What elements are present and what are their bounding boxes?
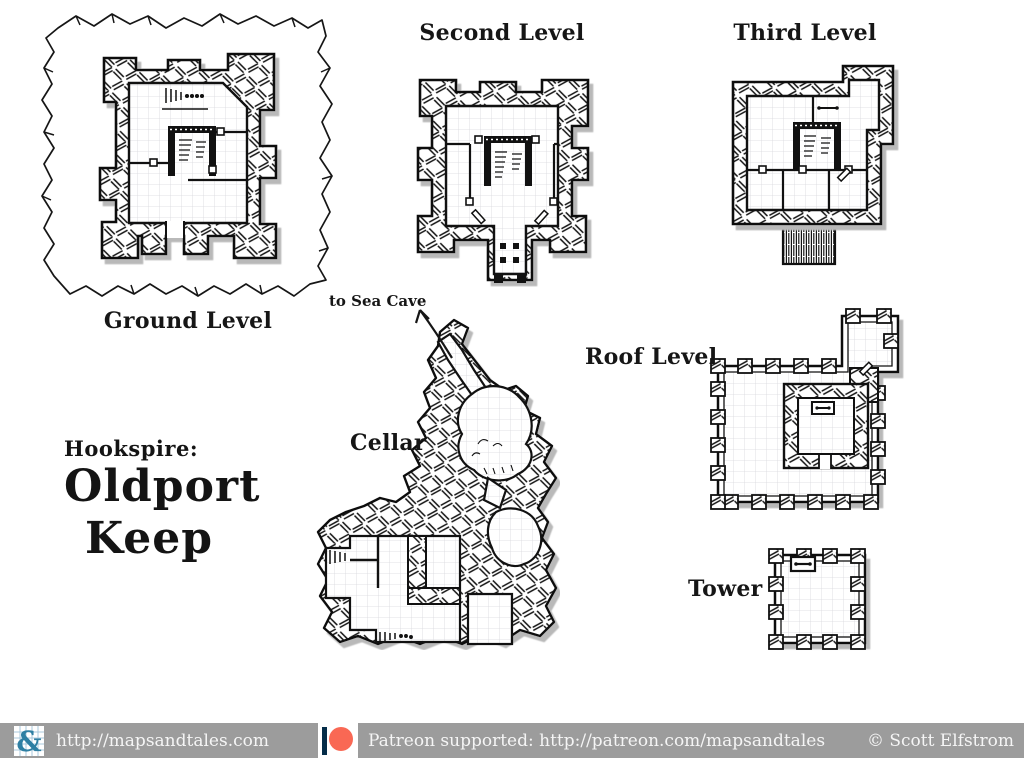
label-cellar: Cellar	[350, 430, 426, 456]
footer-right-bar: Patreon supported: http://patreon.com/ma…	[358, 723, 1024, 758]
second-level-map	[416, 78, 590, 283]
roof-below	[781, 222, 837, 266]
tower-map	[768, 548, 867, 650]
door-marker	[758, 165, 767, 174]
label-tower: Tower	[688, 576, 763, 602]
cellar-map	[316, 309, 558, 646]
third-level-map	[731, 64, 895, 266]
ampersand-grid-logo: &	[14, 725, 44, 756]
door-slash	[836, 167, 852, 183]
cave-connector-floor	[482, 476, 508, 510]
sea-cave-arrow	[414, 309, 453, 359]
title-line2: Keep	[84, 512, 214, 564]
cave-rubble-scribbles	[471, 438, 514, 475]
post-holes	[500, 243, 519, 263]
door-marker	[149, 158, 158, 167]
stair-ticks	[329, 550, 413, 642]
door-slash	[858, 361, 874, 377]
svg-text:&: &	[16, 726, 41, 756]
stairs-icon	[162, 88, 208, 110]
site-url[interactable]: http://mapsandtales.com	[56, 730, 269, 751]
label-ground-level: Ground Level	[103, 308, 273, 334]
stairwell	[484, 136, 532, 186]
door-slashes	[470, 208, 549, 226]
roof-level-map	[710, 308, 900, 510]
door-marker	[474, 135, 483, 144]
door-marker	[531, 135, 540, 144]
title-kicker: Hookspire:	[64, 436, 199, 461]
interior-walls	[747, 96, 867, 210]
trapdoor-icon	[817, 106, 839, 110]
copyright: © Scott Elfstrom	[866, 730, 1014, 751]
label-third-level: Third Level	[733, 20, 877, 46]
title-block: Hookspire: Oldport Keep	[64, 436, 261, 565]
label-sea-cave: to Sea Cave	[329, 292, 427, 310]
stairwell	[793, 122, 841, 170]
interior-walls	[446, 142, 558, 202]
keep-floor	[127, 81, 249, 225]
ground-level-map	[41, 13, 333, 297]
footer: & http://mapsandtales.com Patreon suppor…	[0, 723, 1024, 758]
door-marker	[549, 197, 558, 206]
door-marker	[465, 197, 474, 206]
label-roof-level: Roof Level	[585, 344, 718, 370]
room-walls	[350, 535, 461, 605]
door-marker	[208, 165, 217, 174]
lower-cave-floor	[486, 507, 543, 568]
keep-floor	[745, 78, 881, 212]
stairwell	[168, 126, 216, 176]
door-marker	[216, 127, 225, 136]
patreon-icon	[322, 726, 353, 755]
title-line1: Oldport	[64, 461, 261, 512]
door-marker	[798, 165, 807, 174]
patreon-logo-gap	[318, 723, 358, 758]
gate	[165, 221, 185, 238]
footer-left-bar: & http://mapsandtales.com	[0, 723, 318, 758]
label-second-level: Second Level	[419, 20, 585, 46]
side-room-floor	[466, 592, 514, 646]
cave-floor	[456, 385, 533, 482]
penthouse	[782, 382, 870, 470]
patreon-note[interactable]: Patreon supported: http://patreon.com/ma…	[368, 730, 826, 751]
trapdoor-icon	[789, 555, 817, 573]
gate-posts	[494, 273, 526, 283]
tower-floor	[780, 560, 860, 638]
